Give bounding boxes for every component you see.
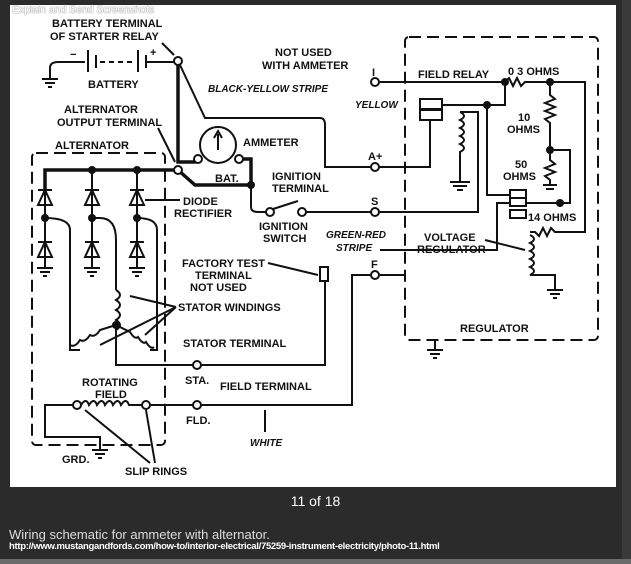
field-relay-label: FIELD RELAY (418, 69, 490, 81)
not-used-label: NOT USED (275, 47, 332, 59)
ohms-14-label: 14 OHMS (528, 212, 576, 224)
f-label: F (371, 259, 378, 271)
sta-label: STA. (185, 375, 209, 387)
yellow-label: YELLOW (355, 100, 399, 111)
alternator-box (31, 152, 166, 446)
fld-terminal (192, 400, 202, 410)
ohms-50-unit: OHMS (503, 171, 536, 183)
switch-label: SWITCH (263, 233, 306, 245)
terminal-label: TERMINAL (272, 183, 329, 195)
bat-terminal (173, 165, 183, 175)
resistor-10 (542, 82, 558, 150)
bat-label: BAT. (215, 173, 239, 185)
s-label: S (371, 196, 378, 208)
regulator-sub-label: REGULATOR (417, 244, 486, 256)
stripe-label: STRIPE (336, 243, 372, 254)
factory-test-terminal (319, 266, 329, 282)
regulator-box (404, 36, 599, 341)
factory-not-used-label: NOT USED (190, 282, 247, 294)
slip-rings-label: SLIP RINGS (125, 466, 187, 478)
output-terminal-label: OUTPUT TERMINAL (57, 117, 162, 129)
f-terminal (370, 270, 380, 280)
stator-windings (44, 217, 193, 366)
plus-sign: + (150, 47, 156, 59)
wiring-schematic-image: − + BATTERY TERMINAL OF STARTER RELAY BA… (10, 5, 616, 487)
ignition-terminal-label: IGNITION (272, 171, 321, 183)
fld-label: FLD. (186, 415, 210, 427)
ohms-03-label: 0 3 OHMS (508, 66, 559, 78)
starter-relay-terminal (173, 56, 183, 66)
field-coil (80, 400, 142, 408)
black-yellow-label: BLACK-YELLOW STRIPE (208, 84, 328, 95)
a-plus-terminal (370, 162, 380, 172)
stator-terminal-label: STATOR TERMINAL (183, 338, 287, 350)
ignition-switch (265, 207, 275, 217)
source-url-link[interactable]: http://www.mustangandfords.com/how-to/in… (9, 541, 440, 552)
field-label: FIELD (95, 389, 127, 401)
sta-terminal (192, 360, 202, 370)
battery-symbol (42, 50, 174, 88)
green-red-label: GREEN-RED (326, 230, 386, 241)
starter-relay-label: OF STARTER RELAY (50, 31, 159, 43)
image-counter: 11 of 18 (290, 493, 341, 509)
ohms-10-unit: OHMS (507, 124, 540, 136)
ammeter-label: AMMETER (243, 137, 299, 149)
rotating-label: ROTATING (82, 377, 138, 389)
alternator-label: ALTERNATOR (55, 140, 129, 152)
i-terminal-label: I (372, 67, 375, 79)
diode-label: DIODE (183, 196, 218, 208)
image-caption: Wiring schematic for ammeter with altern… (9, 527, 270, 542)
watermark-text: Explain and Send Screenshots (12, 4, 155, 16)
i-terminal (370, 77, 380, 87)
s-terminal (370, 207, 380, 217)
ohms-50-label: 50 (515, 159, 527, 171)
viewer-edge (622, 0, 631, 559)
alternator-output-label: ALTERNATOR (64, 104, 138, 116)
regulator-label: REGULATOR (460, 323, 529, 335)
battery-label: BATTERY (88, 79, 139, 91)
white-label: WHITE (250, 438, 283, 449)
field-terminal-label: FIELD TERMINAL (220, 381, 312, 393)
factory-test-label: FACTORY TEST (182, 258, 265, 270)
battery-terminal-label: BATTERY TERMINAL (52, 18, 163, 30)
pointer-arrow (161, 42, 175, 56)
ignition-switch-label: IGNITION (259, 221, 308, 233)
minus-sign: − (70, 49, 76, 61)
with-ammeter-label: WITH AMMETER (262, 60, 348, 72)
rectifier-label: RECTIFIER (174, 208, 232, 220)
stator-windings-label: STATOR WINDINGS (178, 302, 281, 314)
bottom-bar (0, 559, 631, 564)
grd-label: GRD. (62, 454, 90, 466)
a-plus-label: A+ (368, 151, 382, 163)
factory-terminal-label: TERMINAL (195, 270, 252, 282)
ohms-10-label: 10 (518, 112, 530, 124)
voltage-regulator-label: VOLTAGE (424, 232, 476, 244)
